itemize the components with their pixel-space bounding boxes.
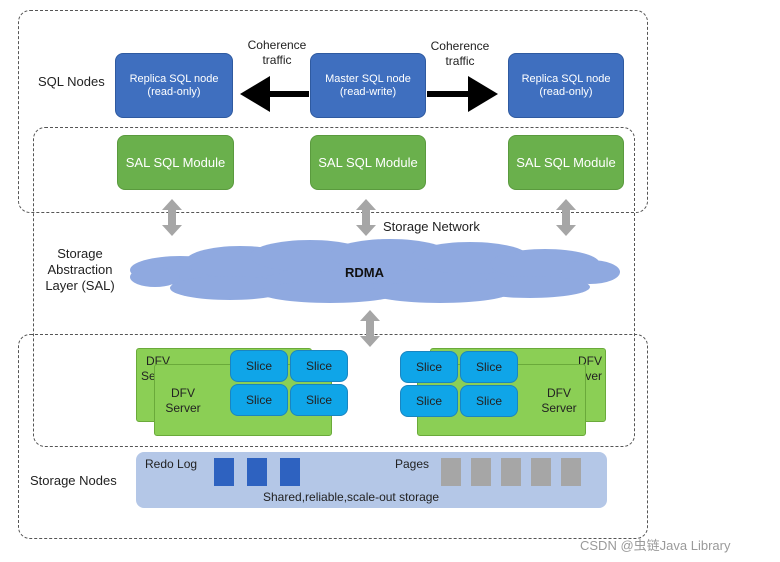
redo-log-label: Redo Log — [145, 457, 198, 471]
master-sql-node: Master SQL node (read-write) — [310, 53, 426, 118]
sal-label-line-1: Storage — [57, 246, 103, 261]
sal-region — [33, 127, 635, 447]
coherence-label-left: Coherence traffic — [238, 38, 316, 68]
slice-right-2: Slice — [460, 351, 518, 383]
dfv-front-left-line-2: Server — [165, 401, 201, 415]
coherence-label-right: Coherence traffic — [420, 39, 500, 69]
replica-left-mode: (read-only) — [147, 85, 201, 98]
sal-label-line-2: Abstraction — [47, 262, 113, 277]
slice-right-1: Slice — [400, 351, 458, 383]
dfv-back-left-line-2: Se — [141, 369, 156, 383]
dfv-front-left-line-1: DFV — [171, 386, 195, 400]
double-arrow-middle — [356, 199, 376, 236]
coherence-left-line-2: traffic — [262, 53, 292, 67]
page-block-1 — [441, 458, 461, 486]
double-arrow-bottom — [360, 310, 380, 347]
slice-right-4: Slice — [460, 385, 518, 417]
double-arrow-left — [162, 199, 182, 236]
rdma-label: RDMA — [345, 265, 384, 280]
replica-right-name: Replica SQL node — [521, 72, 611, 85]
redo-log-block-2 — [247, 458, 267, 486]
page-block-3 — [501, 458, 521, 486]
replica-sql-node-left: Replica SQL node (read-only) — [115, 53, 233, 118]
sql-nodes-label: SQL Nodes — [38, 74, 105, 89]
double-arrow-right — [556, 199, 576, 236]
coherence-left-line-1: Coherence — [247, 38, 307, 52]
redo-log-block-3 — [280, 458, 300, 486]
dfv-front-right-line-1: DFV — [547, 386, 571, 400]
storage-nodes-label: Storage Nodes — [30, 473, 117, 488]
slice-left-3: Slice — [230, 384, 288, 416]
rdma-cloud — [130, 239, 620, 303]
coherence-right-line-1: Coherence — [430, 39, 490, 53]
sal-sql-module-right: SAL SQL Module — [508, 135, 624, 190]
slice-left-2: Slice — [290, 350, 348, 382]
storage-nodes-region — [18, 334, 648, 539]
slice-left-1: Slice — [230, 350, 288, 382]
storage-network-label: Storage Network — [383, 219, 480, 234]
replica-right-mode: (read-only) — [539, 85, 593, 98]
dfv-front-right-line-2: Server — [541, 401, 577, 415]
sal-sql-module-middle: SAL SQL Module — [310, 135, 426, 190]
double-arrows — [162, 199, 576, 347]
dfv-front-right-label: DFV Server — [536, 386, 582, 416]
dfv-back-right-line-2: ver — [585, 369, 602, 383]
sal-label-line-3: Layer (SAL) — [45, 278, 115, 293]
pages-label: Pages — [395, 457, 430, 471]
page-block-2 — [471, 458, 491, 486]
slice-right-3: Slice — [400, 385, 458, 417]
sal-sql-module-left: SAL SQL Module — [117, 135, 234, 190]
replica-sql-node-right: Replica SQL node (read-only) — [508, 53, 624, 118]
replica-left-name: Replica SQL node — [129, 72, 219, 85]
slice-left-4: Slice — [290, 384, 348, 416]
page-block-5 — [561, 458, 581, 486]
page-block-4 — [531, 458, 551, 486]
coherence-right-line-2: traffic — [445, 54, 475, 68]
redo-log-block-1 — [214, 458, 234, 486]
master-name: Master SQL node — [325, 72, 411, 85]
sal-label: Storage Abstraction Layer (SAL) — [40, 246, 120, 294]
sql-nodes-region — [18, 10, 648, 213]
dfv-back-right-label: DFV ver — [566, 354, 602, 384]
master-mode: (read-write) — [339, 85, 397, 98]
watermark: CSDN @虫链Java Library — [580, 538, 731, 553]
storage-caption: Shared,reliable,scale-out storage — [263, 490, 440, 504]
dfv-front-left-label: DFV Server — [160, 386, 206, 416]
